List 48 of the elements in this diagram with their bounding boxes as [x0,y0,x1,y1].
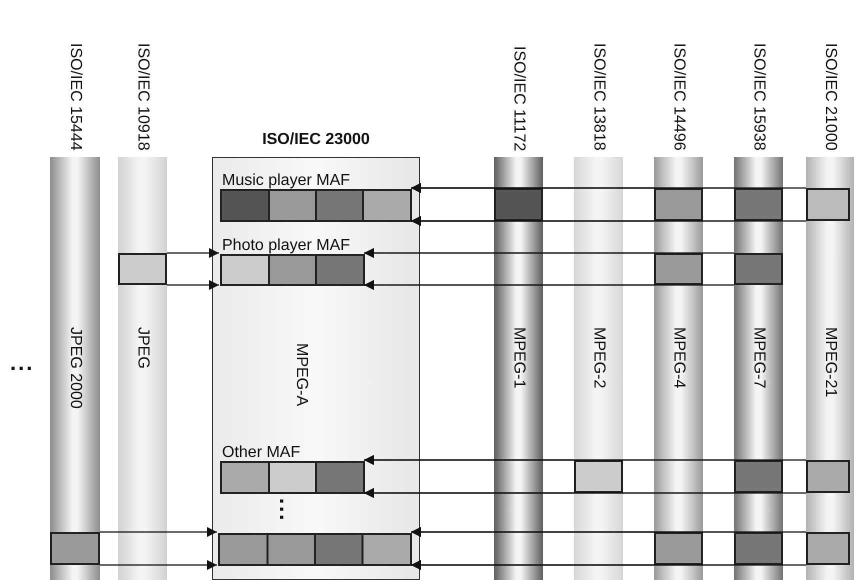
standard-number: ISO/IEC 15444 [67,43,83,151]
arrow [364,455,806,465]
component-box [574,460,623,493]
standard-name: JPEG 2000 [67,327,83,409]
arrow [167,248,219,258]
standard-number: ISO/IEC 14496 [670,43,686,151]
arrow [100,527,217,537]
arrow [167,280,219,290]
component-box [806,532,850,565]
standard-name: MPEG-A [293,343,309,406]
row-label: Other MAF [222,445,300,461]
row-label: Music player MAF [222,173,350,189]
standard-name: MPEG-7 [750,327,766,388]
component-box [734,532,783,565]
standard-number: ISO/IEC 21000 [822,43,838,151]
ellipsis: ... [276,498,298,522]
arrow [411,216,806,226]
row-label: Photo player MAF [222,238,350,254]
standard-name: MPEG-1 [510,327,526,388]
standard-name: MPEG-4 [670,327,686,388]
arrow [411,527,806,537]
standard-name: MPEG-2 [590,327,606,388]
component-box [806,188,850,221]
arrow [364,248,734,258]
ellipsis: ... [10,352,34,374]
component-box [734,188,783,221]
component-box [50,532,100,565]
component-box [494,188,543,221]
component-box [654,532,703,565]
component-row [218,533,412,566]
arrow [364,280,734,290]
arrow [411,183,806,193]
standard-number: ISO/IEC 13818 [590,43,606,151]
arrow [411,560,806,570]
component-box [734,253,783,285]
component-box [734,460,783,493]
arrow [364,488,806,498]
standard-name: JPEG [134,327,150,369]
standard-number: ISO/IEC 15938 [750,43,766,151]
component-box [118,253,167,285]
component-box [654,253,703,285]
standard-number: ISO/IEC 10918 [134,43,150,151]
component-box [806,460,850,493]
component-box [654,188,703,221]
standard-number: ISO/IEC 11172 [510,46,526,151]
arrow [100,560,217,570]
standard-name: MPEG-21 [822,327,838,398]
standard-number: ISO/IEC 23000 [262,132,370,148]
